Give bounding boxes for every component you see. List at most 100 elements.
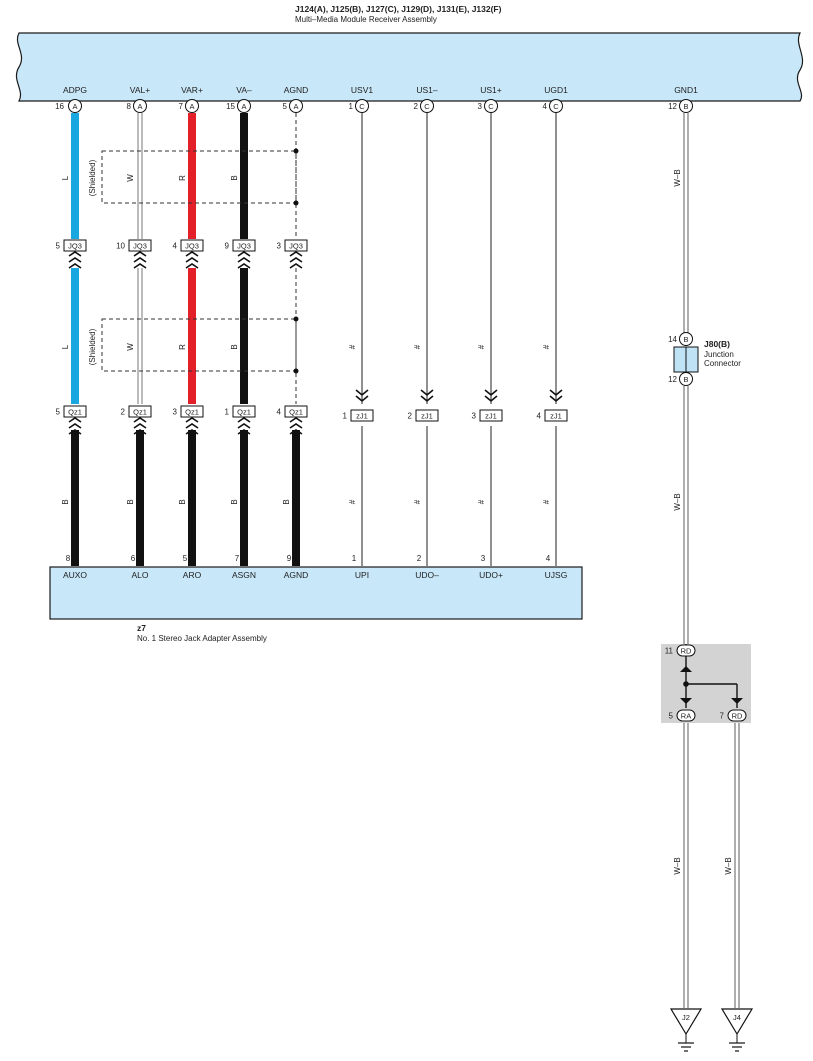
male-arrow [237,417,251,435]
connector-circle [289,99,303,113]
connector-box [284,405,308,418]
connector-id: zJ1 [356,412,368,421]
shielded-label: (Shielded) [88,328,97,365]
connector-box [544,409,568,422]
pin-name-val-plus: VAL+ [130,85,150,95]
top-pin-va: 15 A [226,99,251,113]
splice-arrow-down [680,698,692,704]
connector-box [128,405,152,418]
shield-box-lower [101,318,297,372]
hash-label: # [348,344,357,349]
connector-letter: A [72,102,77,111]
pin-number: 2 [417,554,422,563]
connector-box [180,239,204,252]
jq3-pin: JQ3 10 [116,239,152,269]
splice-arrow-up [680,666,692,672]
gnd-wire-j4 [734,723,740,1008]
wire-color-label: B [178,499,187,504]
male-arrow [68,417,82,435]
hash-label: # [413,499,422,504]
pin-name-agnd: AGND [284,85,309,95]
male-arrow [185,251,199,269]
shielded-label: (Shielded) [88,159,97,196]
top-pin-us1-minus: 2 C [414,99,434,113]
connector-id: Qz1 [237,408,251,417]
gnd-wire-middle [683,386,689,644]
z7-name: No. 1 Stereo Jack Adapter Assembly [137,634,267,643]
pin-number: 2 [414,102,419,111]
top-pin-usv1: 1 C [349,99,369,113]
pin-number: 3 [173,408,178,417]
pin-number: 4 [173,242,178,251]
shield-box-upper [101,150,297,204]
hash-label: # [348,499,357,504]
wire-color-label: B [230,344,239,349]
pin-name: AUXO [63,570,87,580]
j80-id: J80(B) [704,339,730,349]
jq3-pin: JQ3 3 [277,239,308,269]
pin-number: 4 [277,408,282,417]
qz1-pin: Qz1 4 [277,405,308,435]
connector-letter: A [189,102,194,111]
male-arrow [133,251,147,269]
pin-name-ugd1: UGD1 [544,85,568,95]
pin-number: 9 [225,242,230,251]
pin-number: 4 [546,554,551,563]
connector-letter: C [359,102,365,111]
jq3-pin: JQ3 4 [173,239,204,269]
connector-id: Qz1 [133,408,147,417]
ground-point-j4: J4 [720,1008,754,1052]
ground-point-j2: J2 [669,1008,703,1052]
pin-number: 10 [116,242,125,251]
connector-circle [420,99,434,113]
pin-number: 2 [408,412,413,421]
wire-color-label: B [282,499,291,504]
connector-box [415,409,439,422]
jq3-pin: JQ3 9 [225,239,256,269]
connector-id: Qz1 [68,408,82,417]
pin-name-us1-plus: US1+ [480,85,502,95]
pin-number: 1 [225,408,230,417]
wire-color-label: L [61,344,70,349]
gnd-wire-color: W–B [673,493,682,510]
zj1-pin: zJ1 3 [472,389,503,422]
hash-label: # [542,344,551,349]
connector-letter: B [683,375,688,384]
splice-arrow-down [731,698,743,704]
qz1-pin: Qz1 2 [121,405,152,435]
top-pin-adpg: 16 A [55,99,82,113]
top-pin-agnd: 5 A [283,99,303,113]
female-arrow [549,389,563,403]
pin-number: 3 [277,242,282,251]
ground-triangle-icon [669,1008,703,1036]
ground-triangle-icon [720,1008,754,1036]
wire-color-label: B [61,499,70,504]
top-pin-val: 8 A [127,99,147,113]
connector-letter: B [683,335,688,344]
wire-color-label: W [126,174,135,182]
connector-letter: C [424,102,430,111]
connector-circle [484,99,498,113]
j80-junction-connector: B 14 B 12 J80(B) Junction Connector [668,332,741,386]
connector-id: JQ3 [237,242,251,251]
shield-dot [293,148,299,154]
connector-letter: A [137,102,142,111]
connector-box [180,405,204,418]
pin-number: 1 [352,554,357,563]
connector-box [479,409,503,422]
pin-number: 16 [55,102,64,111]
shield-dot [293,316,299,322]
pin-number: 3 [478,102,483,111]
pin-name-gnd1: GND1 [674,85,698,95]
connector-circle [549,99,563,113]
connector-circle [355,99,369,113]
connector-id: Qz1 [289,408,303,417]
top-pin-gnd1: 12 B [668,99,693,113]
jq3-connector-row: JQ3 5 JQ3 10 JQ3 4 JQ3 9 JQ3 3 [56,239,308,269]
qz1-pin: Qz1 1 [225,405,256,435]
wire-color-label: W [126,343,135,351]
gnd-wire-color: W–B [724,857,733,874]
pin-name-usv1: USV1 [351,85,373,95]
z7-pins: 8 6 5 7 9 1 2 3 4 AUXO ALO ARO ASGN AGND… [63,554,567,580]
